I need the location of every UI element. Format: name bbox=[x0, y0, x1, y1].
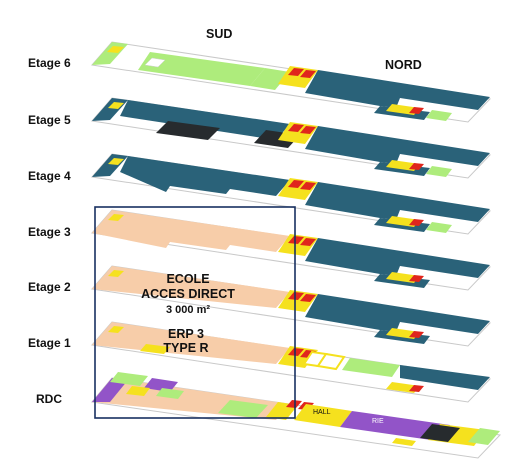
floor-plate-rdc: HALL RIE bbox=[91, 372, 502, 459]
school-area: 3 000 m² bbox=[166, 304, 210, 316]
rie-tag: RIE bbox=[372, 418, 384, 425]
floor-label-etage-3: Etage 3 bbox=[28, 225, 71, 239]
floor-label-etage-5: Etage 5 bbox=[28, 113, 71, 127]
floor-label-etage-4: Etage 4 bbox=[28, 169, 71, 183]
school-zone-outline bbox=[94, 206, 296, 419]
school-title: ECOLE bbox=[166, 272, 209, 286]
floor-plate-etage-1 bbox=[91, 321, 492, 403]
floor-label-rdc: RDC bbox=[36, 392, 62, 406]
floor-plate-etage-5 bbox=[91, 97, 492, 179]
hall-tag: HALL bbox=[313, 409, 331, 416]
erp-type: TYPE R bbox=[163, 341, 208, 355]
floor-label-etage-6: Etage 6 bbox=[28, 56, 71, 70]
floor-plate-etage-4 bbox=[91, 153, 492, 235]
floor-plate-etage-3 bbox=[91, 209, 492, 291]
floor-plate-etage-6 bbox=[91, 41, 492, 123]
floor-plate-etage-2 bbox=[91, 265, 492, 347]
floor-label-etage-1: Etage 1 bbox=[28, 336, 71, 350]
north-heading: NORD bbox=[385, 58, 422, 72]
south-heading: SUD bbox=[206, 27, 232, 41]
floor-label-etage-2: Etage 2 bbox=[28, 280, 71, 294]
erp-category: ERP 3 bbox=[168, 327, 204, 341]
school-access: ACCES DIRECT bbox=[141, 287, 235, 301]
